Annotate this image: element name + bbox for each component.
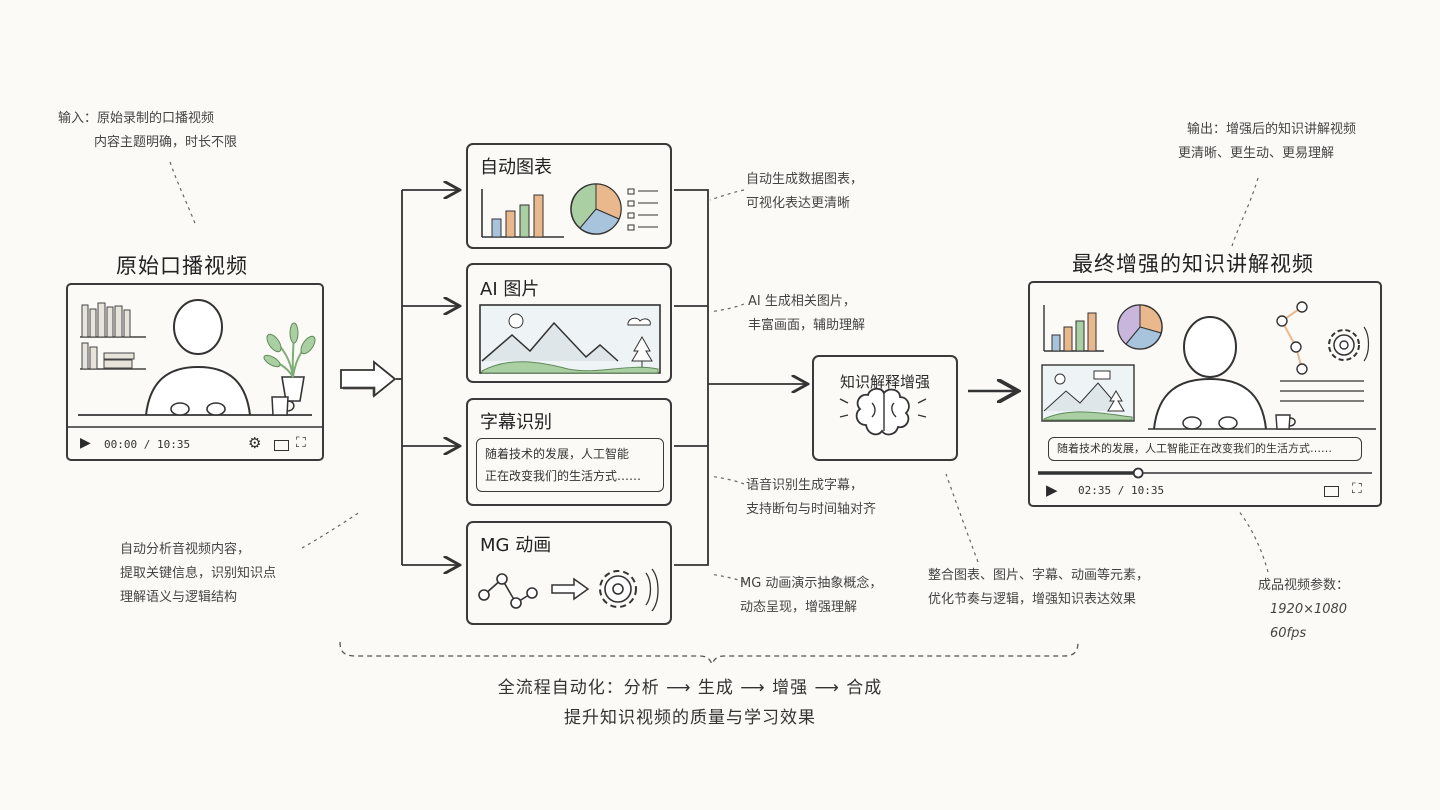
module-subtitle-title: 字幕识别	[480, 412, 552, 433]
final-video-time: 02:35 / 10:35	[1078, 484, 1165, 497]
settings-gear-icon[interactable]: ⚙	[248, 434, 262, 452]
module-mg-animation[interactable]: MG 动画	[466, 521, 672, 625]
source-video-scene	[68, 299, 322, 428]
mg-note-line2: 动态呈现，增强理解	[740, 600, 858, 615]
auto-chart-note-line1: 自动生成数据图表，	[746, 172, 864, 187]
chart-illustration-icon	[481, 183, 658, 238]
subtitle-bubble: 随着技术的发展，人工智能 正在改变我们的生活方式……	[476, 438, 664, 492]
final-progress-knob[interactable]	[1132, 467, 1144, 479]
enhance-note-line2: 优化节奏与逻辑，增强知识表达效果	[928, 592, 1137, 607]
knowledge-enhance-box[interactable]: 知识解释增强	[812, 355, 958, 461]
final-video-title: 最终增强的知识讲解视频	[1072, 252, 1314, 276]
analysis-note: 自动分析音视频内容， 提取关键信息，识别知识点 理解语义与逻辑结构	[120, 538, 276, 610]
brain-icon	[839, 387, 927, 436]
module-mg-title: MG 动画	[480, 535, 552, 556]
subtitle-note-line2: 支持断句与时间轴对齐	[746, 502, 877, 517]
module-subtitle-recognition[interactable]: 字幕识别 随着技术的发展，人工智能 正在改变我们的生活方式……	[466, 398, 672, 506]
subtitle-note-line1: 语音识别生成字幕，	[746, 478, 864, 493]
params-note: 成品视频参数： 1920×1080 60fps	[1258, 574, 1349, 646]
final-subtitle-bar: 随着技术的发展，人工智能正在改变我们的生活方式……	[1048, 437, 1362, 461]
params-note-line3: 60fps	[1270, 626, 1307, 641]
params-note-line2: 1920×1080	[1270, 602, 1348, 617]
module-auto-chart-note: 自动生成数据图表， 可视化表达更清晰	[746, 168, 863, 216]
final-play-icon[interactable]: ▶	[1046, 481, 1058, 499]
module-auto-chart[interactable]: 自动图表	[466, 143, 672, 249]
analysis-note-line3: 理解语义与逻辑结构	[120, 590, 238, 605]
footer-line2: 提升知识视频的质量与学习效果	[564, 708, 816, 728]
analysis-note-line1: 自动分析音视频内容，	[120, 542, 251, 557]
input-note: 输入：原始录制的口播视频 内容主题明确，时长不限	[58, 107, 237, 155]
analysis-note-line2: 提取关键信息，识别知识点	[120, 566, 277, 581]
ai-image-note-line1: AI 生成相关图片，	[748, 294, 856, 309]
fullscreen-icon[interactable]: ⛶	[296, 435, 306, 451]
output-note-line2: 更清晰、更生动、更易理解	[1178, 146, 1335, 161]
input-note-line1: 输入：原始录制的口播视频	[58, 111, 215, 126]
source-video-title: 原始口播视频	[116, 254, 248, 278]
module-mg-note: MG 动画演示抽象概念， 动态呈现，增强理解	[740, 572, 882, 620]
module-auto-chart-title: 自动图表	[480, 157, 552, 178]
enhance-note: 整合图表、图片、字幕、动画等元素， 优化节奏与逻辑，增强知识表达效果	[928, 564, 1149, 612]
miniplayer-icon[interactable]	[274, 440, 289, 451]
final-video-scene	[1038, 301, 1376, 479]
knowledge-enhance-title: 知识解释增强	[839, 373, 930, 391]
final-miniplayer-icon[interactable]	[1324, 486, 1339, 497]
ai-image-note-line2: 丰富画面，辅助理解	[748, 318, 866, 333]
enhance-note-line1: 整合图表、图片、字幕、动画等元素，	[928, 568, 1150, 583]
mg-note-line1: MG 动画演示抽象概念，	[740, 576, 883, 591]
subtitle-bubble-line1: 随着技术的发展，人工智能	[485, 447, 630, 461]
params-note-line1: 成品视频参数：	[1258, 578, 1350, 593]
module-subtitle-note: 语音识别生成字幕， 支持断句与时间轴对齐	[746, 474, 876, 522]
source-video-time: 00:00 / 10:35	[104, 438, 191, 451]
final-fullscreen-icon[interactable]: ⛶	[1352, 481, 1362, 497]
output-note-line1: 输出：增强后的知识讲解视频	[1187, 122, 1357, 137]
module-ai-image-title: AI 图片	[480, 279, 540, 300]
module-ai-image[interactable]: AI 图片	[466, 263, 672, 383]
subtitle-bubble-line2: 正在改变我们的生活方式……	[485, 469, 642, 483]
output-note: 输出：增强后的知识讲解视频 更清晰、更生动、更易理解	[1178, 118, 1356, 166]
footer-line1: 全流程自动化：分析 ⟶ 生成 ⟶ 增强 ⟶ 合成	[497, 678, 883, 698]
module-ai-image-note: AI 生成相关图片， 丰富画面，辅助理解	[748, 290, 865, 338]
auto-chart-note-line2: 可视化表达更清晰	[746, 196, 851, 211]
animation-illustration-icon	[478, 568, 659, 612]
play-icon[interactable]: ▶	[80, 435, 91, 451]
final-video-player[interactable]: 随着技术的发展，人工智能正在改变我们的生活方式…… ▶ 02:35 / 10:3…	[1028, 281, 1382, 507]
landscape-image-icon	[479, 304, 661, 374]
source-video-player[interactable]: ▶ 00:00 / 10:35 ⚙ ⛶	[66, 283, 324, 461]
input-note-line2: 内容主题明确，时长不限	[94, 135, 238, 150]
